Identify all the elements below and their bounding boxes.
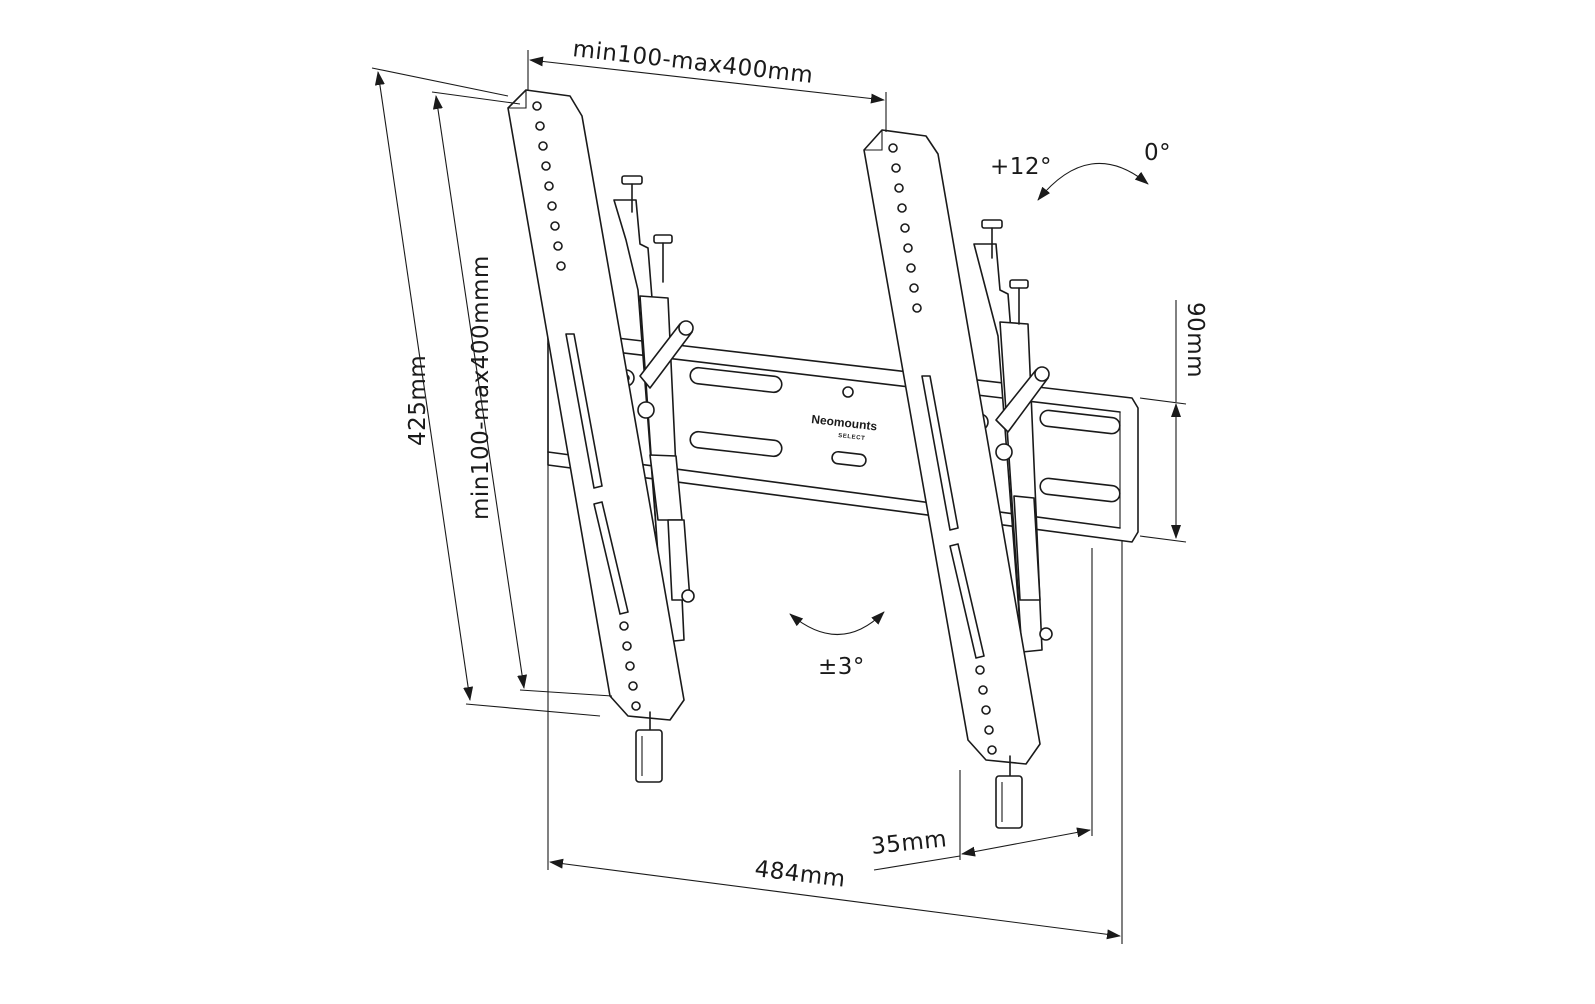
level-adjust-arrow xyxy=(789,611,885,635)
label-plate-width: 484mm xyxy=(753,856,847,893)
label-wall-offset: 35mm xyxy=(870,826,948,860)
label-tilt-zero: 0° xyxy=(1144,140,1171,166)
label-top-width: min100-max400mm xyxy=(571,36,814,89)
label-tilt-up: +12° xyxy=(990,154,1052,180)
label-plate-height: 90mm xyxy=(1182,302,1208,378)
label-left-inner-height: min100-max400mmm xyxy=(468,255,494,520)
dimension-lines xyxy=(371,50,1187,944)
left-arm-holes xyxy=(532,101,641,711)
brand-logo-subtext: SELECT xyxy=(838,433,866,442)
right-arm-holes xyxy=(888,143,997,755)
left-mounting-arm xyxy=(507,89,695,783)
label-level-adjust: ±3° xyxy=(818,654,865,680)
tilt-arrow xyxy=(1037,162,1149,201)
label-left-outer-height: 425mm xyxy=(405,355,431,446)
right-mounting-arm xyxy=(863,129,1053,829)
